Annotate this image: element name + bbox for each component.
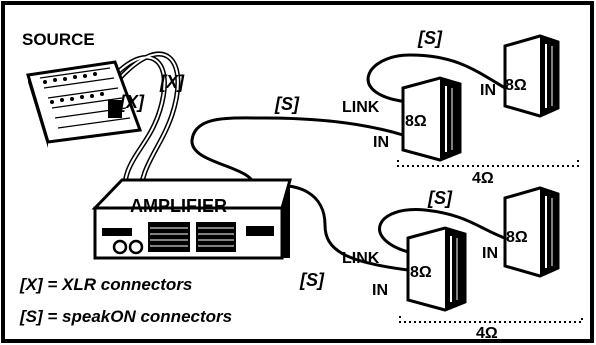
impedance-bracket-bottom: [399, 316, 583, 323]
in-label-bottom-main: IN: [372, 282, 388, 299]
xlr-tag-lower: [X]: [119, 92, 145, 112]
speakon-tag-amp-top: [S]: [274, 94, 300, 114]
source-label: SOURCE: [22, 30, 95, 49]
legend-speakon: [S] = speakON connectors: [19, 307, 232, 326]
ohm-label-top-main: 8Ω: [405, 113, 427, 130]
link-label-bottom: LINK: [342, 250, 380, 267]
speaker-top-linked: [503, 34, 560, 118]
amplifier-icon: [91, 178, 292, 260]
impedance-label-top: 4Ω: [472, 170, 494, 187]
speakon-link-top: [366, 53, 506, 104]
link-label-top: LINK: [342, 99, 380, 116]
legend-xlr: [X] = XLR connectors: [19, 275, 192, 294]
in-label-top-linked: IN: [480, 82, 496, 99]
impedance-label-bottom: 4Ω: [476, 325, 498, 342]
amplifier-label: AMPLIFIER: [130, 196, 227, 216]
speakon-tag-link-bottom: [S]: [427, 188, 453, 208]
ohm-label-top-linked: 8Ω: [505, 77, 527, 94]
speakon-tag-amp-bottom: [S]: [299, 270, 325, 290]
mixer-source-icon: [26, 60, 143, 148]
speakon-cable-bottom: [261, 184, 409, 272]
speakon-tag-link-top: [S]: [417, 28, 443, 48]
speakon-cable-top: [190, 116, 404, 189]
ohm-label-bottom-main: 8Ω: [410, 264, 432, 281]
in-label-top-main: IN: [373, 134, 389, 151]
speaker-bottom-linked: [503, 186, 560, 278]
ohm-label-bottom-linked: 8Ω: [506, 229, 528, 246]
speaker-top-main: [401, 76, 462, 162]
xlr-tag-upper: [X]: [159, 72, 185, 92]
speakon-link-bottom: [378, 208, 511, 255]
impedance-bracket-top: [397, 160, 579, 167]
in-label-bottom-linked: IN: [482, 245, 498, 262]
speaker-bottom-main: [406, 226, 467, 312]
